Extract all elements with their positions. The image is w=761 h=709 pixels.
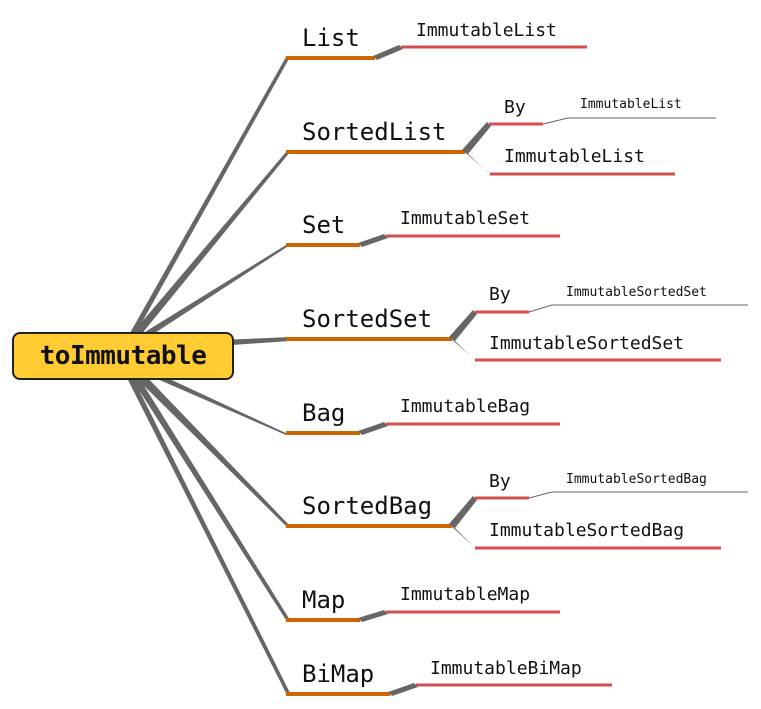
connector-set-immutableset — [358, 234, 388, 247]
connector-root-list — [130, 57, 290, 333]
connector-root-sortedlist — [130, 152, 290, 336]
node-sortedset[interactable]: SortedSet — [302, 305, 433, 333]
node-set[interactable]: Set — [302, 211, 346, 239]
node-sortedbag-by[interactable]: By — [489, 471, 511, 492]
connector-bimap-immutablebimap — [388, 683, 418, 696]
node-sortedbag-by-immutablesortedbag[interactable]: ImmutableSortedBag — [566, 472, 707, 487]
root-label: toImmutable — [39, 341, 207, 371]
node-bimap-immutablebimap[interactable]: ImmutableBiMap — [430, 658, 582, 679]
node-sortedbag-immutablesortedbag[interactable]: ImmutableSortedBag — [489, 520, 685, 541]
node-sortedset-immutablesortedset[interactable]: ImmutableSortedSet — [489, 333, 685, 354]
connector-sortedbag-immutablesortedbag — [449, 524, 477, 550]
node-map-immutablemap[interactable]: ImmutableMap — [400, 584, 531, 605]
connector-root-sortedbag — [130, 372, 290, 526]
connector-sortedlist-by-immutablelist — [542, 117, 569, 125]
connector-root-bimap — [128, 380, 290, 693]
connector-root-map — [130, 376, 290, 620]
connector-root-bag — [132, 368, 290, 435]
connector-sortedset-by-immutablesortedset — [528, 304, 553, 313]
node-sortedset-by[interactable]: By — [489, 284, 511, 305]
node-sortedlist[interactable]: SortedList — [302, 118, 447, 146]
connector-sortedset-by — [449, 310, 477, 341]
connector-sortedlist-by — [462, 122, 491, 154]
node-sortedlist-immutablelist[interactable]: ImmutableList — [504, 146, 645, 167]
node-list-immutablelist[interactable]: ImmutableList — [416, 20, 557, 41]
node-sortedlist-by[interactable]: By — [504, 97, 526, 118]
connector-sortedbag-by-immutablesortedbag — [528, 491, 553, 499]
node-sortedbag[interactable]: SortedBag — [302, 492, 433, 520]
connector-sortedbag-by — [449, 496, 477, 528]
node-set-immutableset[interactable]: ImmutableSet — [400, 208, 531, 229]
connector-sortedset-immutablesortedset — [449, 337, 477, 362]
connector-root-set — [132, 245, 290, 340]
connector-sortedlist-immutablelist — [462, 150, 492, 176]
node-sortedset-by-immutablesortedset[interactable]: ImmutableSortedSet — [566, 285, 707, 300]
connector-bag-immutablebag — [358, 422, 388, 435]
connector-list-immutablelist — [373, 45, 403, 60]
node-map[interactable]: Map — [302, 586, 346, 614]
node-bag-immutablebag[interactable]: ImmutableBag — [400, 396, 531, 417]
node-list[interactable]: List — [302, 24, 360, 52]
node-sortedlist-by-immutablelist[interactable]: ImmutableList — [580, 97, 682, 112]
connector-map-immutablemap — [358, 610, 388, 622]
root-node[interactable]: toImmutable — [12, 332, 234, 380]
node-bag[interactable]: Bag — [302, 399, 346, 427]
node-bimap[interactable]: BiMap — [302, 660, 375, 688]
